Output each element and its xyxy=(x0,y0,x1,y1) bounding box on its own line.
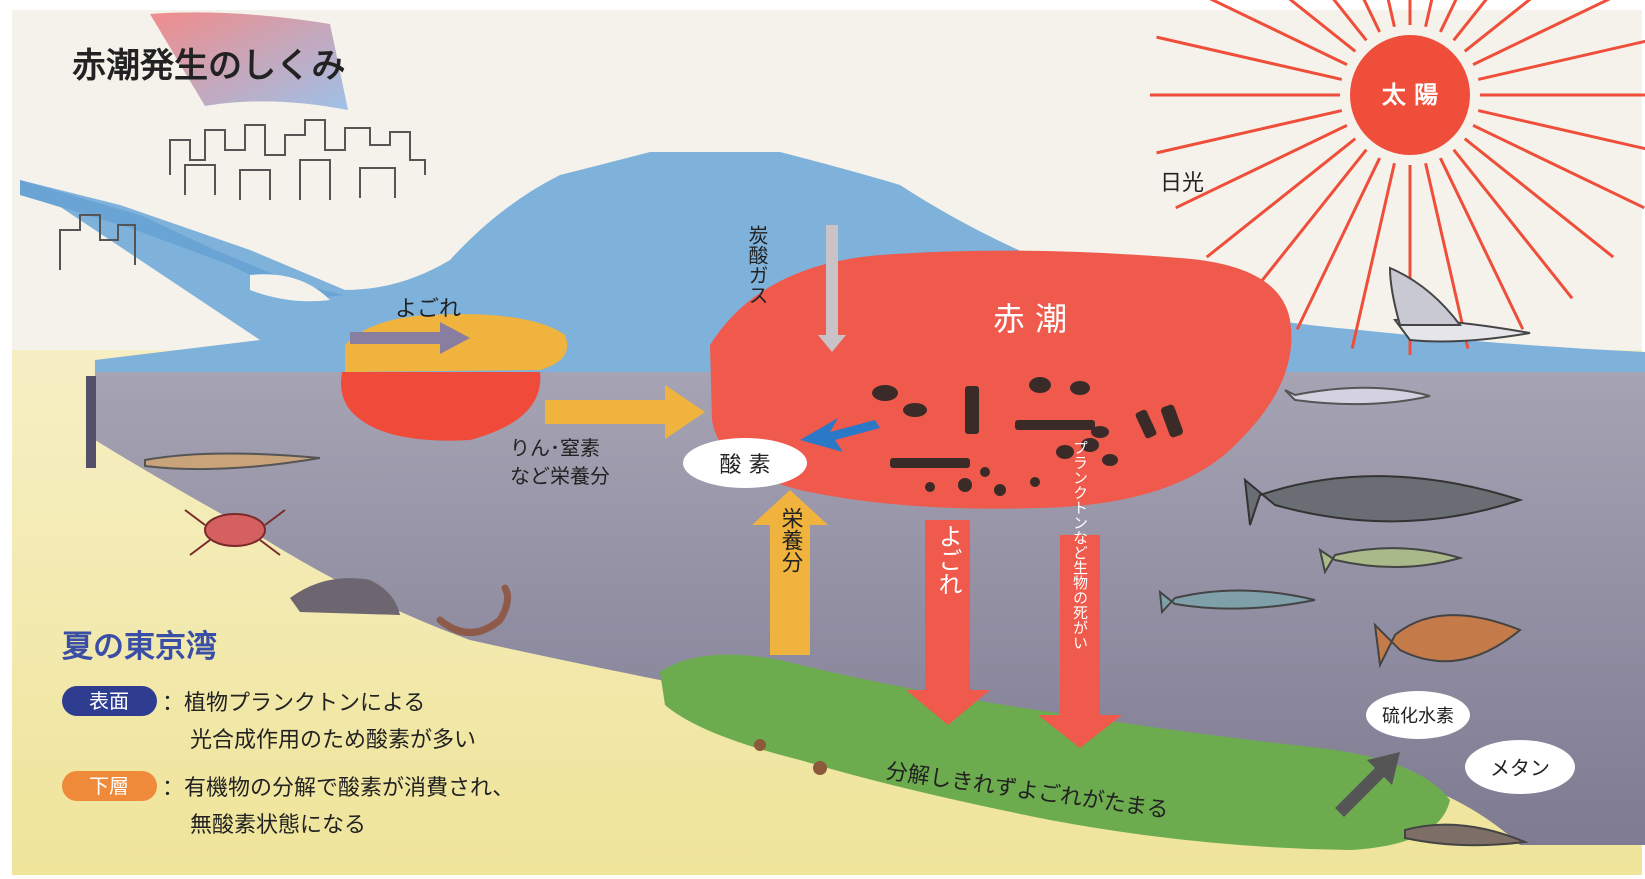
nutrients-arrow xyxy=(545,385,705,439)
sun-ray xyxy=(1452,148,1574,300)
nutrients-label-line2: など栄養分 xyxy=(510,464,610,488)
surface-line2: 光合成作用のため酸素が多い xyxy=(190,728,476,753)
surface-badge-label: 表面 xyxy=(89,689,129,713)
city-skyline xyxy=(59,119,426,270)
sun-ray xyxy=(1209,0,1348,66)
nutrients-label-line1: りん･窒素 xyxy=(510,436,600,460)
sludge-particle xyxy=(754,739,766,751)
sun-ray xyxy=(1477,109,1645,151)
sun-ray xyxy=(1452,0,1488,42)
nutrients-up-arrow xyxy=(752,490,828,655)
sun-ray xyxy=(1362,0,1381,33)
hydrogen-sulfide-label: 硫化水素 xyxy=(1382,706,1454,727)
surface-line1: ：植物プランクトンによる xyxy=(162,691,425,716)
oxygen-arrow xyxy=(800,418,880,452)
fish-wrasse xyxy=(1158,589,1316,615)
bottom-line2: 無酸素状態になる xyxy=(190,813,366,838)
sun-ray xyxy=(1246,148,1368,300)
page-title: 赤潮発生のしくみ xyxy=(72,46,345,86)
sludge-layer xyxy=(660,654,1450,850)
sun-ray xyxy=(1463,137,1615,259)
sun-ray xyxy=(1156,109,1343,155)
crab xyxy=(184,509,286,556)
flag-decoration xyxy=(150,12,348,111)
river-island xyxy=(250,274,330,302)
worm xyxy=(436,584,512,636)
bottom-badge xyxy=(62,771,157,801)
sun-rays xyxy=(1150,0,1645,355)
sun-ray xyxy=(1156,35,1343,81)
co2-label: 炭酸ガス xyxy=(745,225,769,305)
nutrients-vertical-label: 栄養分 xyxy=(778,507,804,573)
fish-goby xyxy=(1318,547,1464,575)
legend-heading: 夏の東京湾 xyxy=(62,629,217,665)
sun-ray xyxy=(1332,0,1368,42)
river xyxy=(20,180,345,300)
surface-badge xyxy=(62,686,157,716)
sun-ray xyxy=(1477,39,1645,81)
sun-label: 太 陽 xyxy=(1382,81,1438,109)
sludge-particle xyxy=(813,761,827,775)
fish-bottom xyxy=(1404,823,1529,847)
sun-ray xyxy=(1472,0,1611,66)
sunlight-label: 日光 xyxy=(1160,171,1204,196)
sun-ray xyxy=(1175,124,1348,210)
pollution-down-label: よごれ xyxy=(934,524,962,596)
plankton-cluster xyxy=(872,377,1183,496)
seagull xyxy=(1388,266,1531,343)
sun-ray xyxy=(1288,0,1357,53)
red-tide-mass xyxy=(710,250,1292,509)
sun-ray xyxy=(1463,0,1532,53)
sun-ray xyxy=(1295,157,1381,330)
fish-group xyxy=(144,386,1529,847)
pollution-inflow-arrow xyxy=(350,322,470,354)
fish-filefish xyxy=(1373,614,1522,669)
sun xyxy=(1350,35,1470,155)
fish-small-top xyxy=(1284,386,1431,406)
oxygen-bubble xyxy=(683,438,807,488)
pollution-down-arrow xyxy=(906,520,990,725)
sun-ray xyxy=(1472,124,1645,210)
sun-ray xyxy=(1439,157,1525,330)
oxygen-label: 酸 素 xyxy=(720,453,771,478)
hydrogen-sulfide-bubble xyxy=(1366,691,1470,739)
sun-ray xyxy=(1439,0,1458,33)
red-tide-label: 赤 潮 xyxy=(993,300,1067,338)
sun-ray xyxy=(1350,162,1396,349)
corpses-label: プランクトンなど生物の死がい xyxy=(1071,440,1089,650)
gas-release-arrow xyxy=(1335,752,1400,817)
methane-label: メタン xyxy=(1490,756,1550,780)
bottom-badge-label: 下層 xyxy=(89,774,129,798)
pollution-underwater xyxy=(341,372,541,441)
co2-arrow xyxy=(818,225,846,352)
bottom-line1: ：有機物の分解で酸素が消費され、 xyxy=(162,776,514,801)
sea-wall xyxy=(86,376,96,468)
fish-mudskipper xyxy=(144,452,321,471)
methane-bubble xyxy=(1465,740,1575,794)
sun-ray xyxy=(1424,162,1470,349)
corpses-down-arrow xyxy=(1038,535,1122,748)
pollution-top-label: よごれ xyxy=(395,297,461,322)
seabed-rock xyxy=(290,578,400,615)
fish-sea-bass xyxy=(1243,475,1524,526)
sun-ray xyxy=(1205,137,1357,259)
